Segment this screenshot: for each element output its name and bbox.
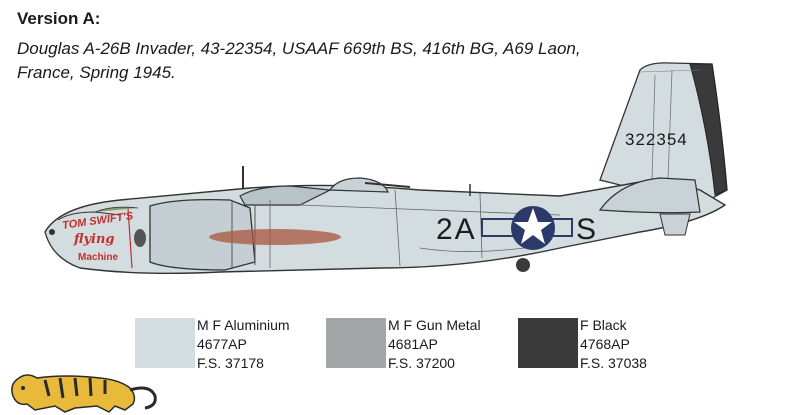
swatch-gun-metal — [326, 318, 386, 368]
tail-de-icer-strip — [689, 63, 728, 196]
squadron-code-left: 2A — [436, 213, 477, 246]
color-name: F Black — [580, 317, 627, 333]
exhaust-stain — [209, 229, 341, 245]
tail-wheel — [516, 258, 530, 272]
star-insignia — [481, 206, 573, 250]
nose-art-line-3: Machine — [78, 252, 119, 263]
aircraft-description: Douglas A-26B Invader, 43-22354, USAAF 6… — [17, 37, 617, 85]
tiger-icon — [11, 374, 157, 413]
swatch-black — [518, 318, 578, 368]
description-line-2: France, Spring 1945. — [17, 63, 176, 82]
horizontal-stabilizer — [598, 177, 701, 214]
serial-number: 322354 — [625, 130, 688, 149]
color-code: 4677AP — [197, 336, 247, 352]
description-line-1: Douglas A-26B Invader, 43-22354, USAAF 6… — [17, 39, 581, 58]
swatch-aluminium — [135, 318, 195, 368]
nose-art-line-2: flying — [74, 232, 115, 247]
color-name: M F Aluminium — [197, 317, 290, 333]
color-fs: F.S. 37178 — [197, 355, 264, 371]
color-fs: F.S. 37200 — [388, 355, 455, 371]
swatch-gun-metal-text: M F Gun Metal 4681AP F.S. 37200 — [388, 316, 481, 373]
version-title: Version A: — [17, 9, 101, 28]
nose-panel — [57, 211, 121, 221]
squadron-code-right: S — [576, 213, 597, 246]
color-code: 4768AP — [580, 336, 630, 352]
cockpit-canopy — [239, 185, 333, 206]
color-fs: F.S. 37038 — [580, 355, 647, 371]
top-turret — [328, 177, 389, 193]
color-name: M F Gun Metal — [388, 317, 481, 333]
aircraft-profile-illustration — [44, 62, 728, 275]
color-code: 4681AP — [388, 336, 438, 352]
swatch-black-text: F Black 4768AP F.S. 37038 — [580, 316, 647, 373]
swatch-aluminium-text: M F Aluminium 4677AP F.S. 37178 — [197, 316, 290, 373]
